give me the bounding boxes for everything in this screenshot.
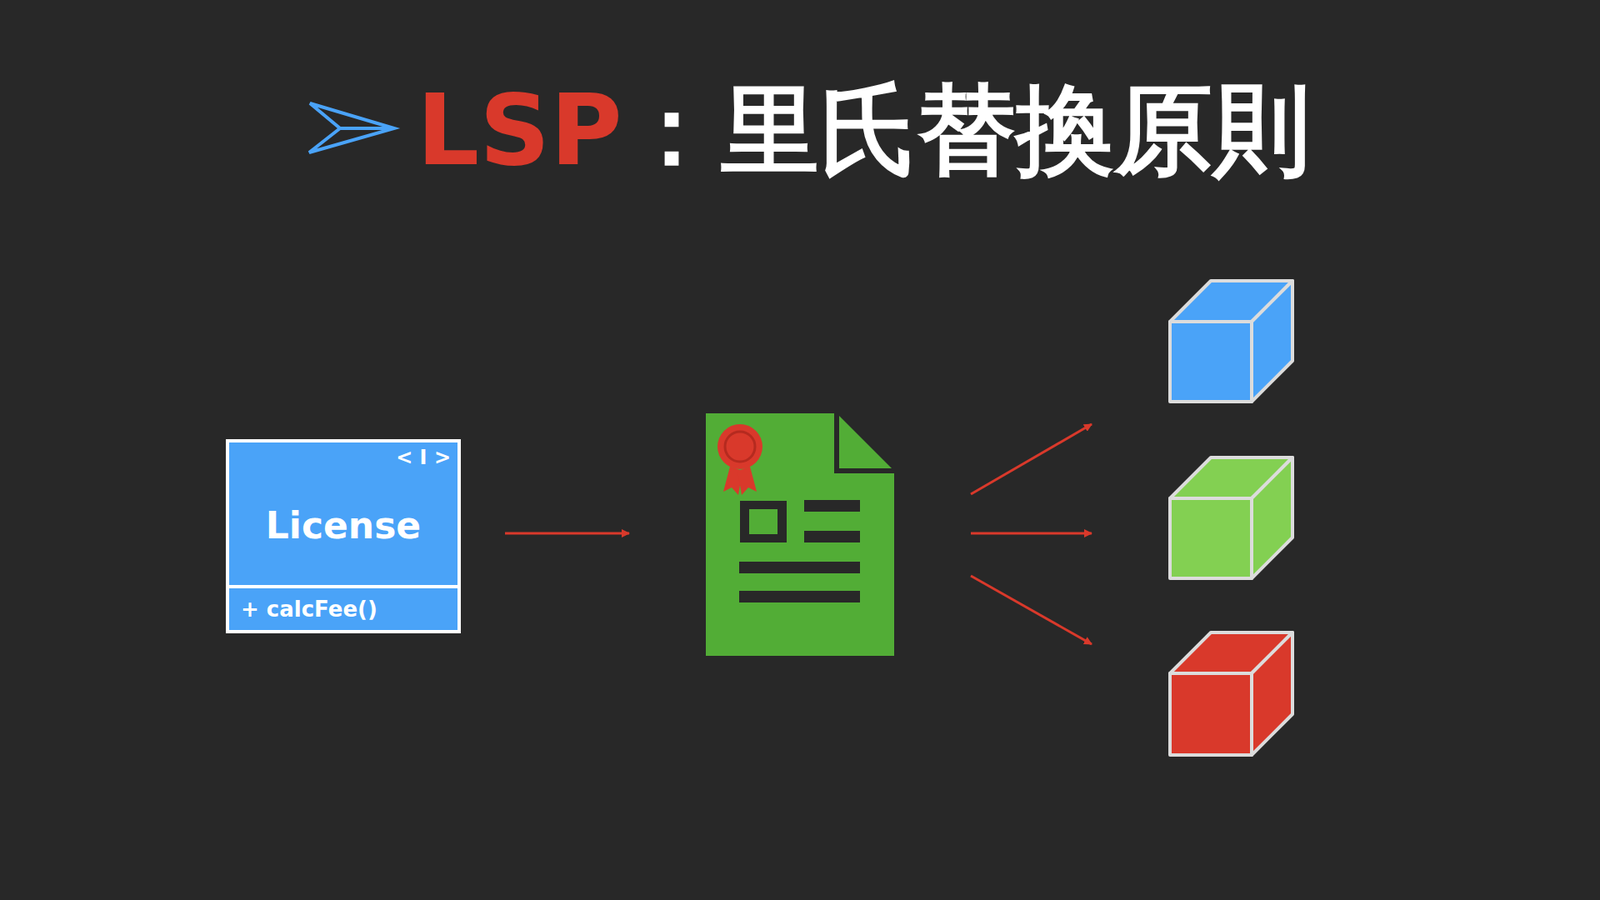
cube-red	[1170, 632, 1293, 755]
title: LSP：里氏替換原則	[416, 71, 1311, 190]
stereotype-mark: < I >	[395, 445, 451, 470]
class-name: License	[265, 504, 421, 547]
class-box: < I > License + calcFee()	[225, 439, 461, 634]
bullet-arrow	[309, 103, 395, 153]
cube-blue	[1170, 280, 1293, 402]
cube-green	[1170, 457, 1293, 579]
method-name: + calcFee()	[240, 596, 378, 622]
class-members: + calcFee()	[229, 588, 458, 630]
flow-arrow	[505, 532, 630, 535]
fan-arrows	[970, 424, 1092, 645]
class-header: < I > License	[229, 442, 458, 589]
document-icon	[705, 413, 895, 656]
